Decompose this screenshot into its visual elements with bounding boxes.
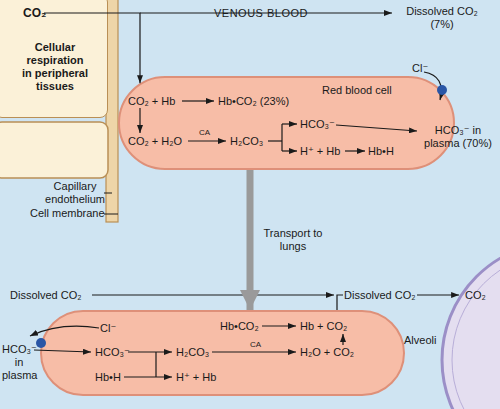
fraction-label: Dissolved CO₂ (7%) xyxy=(396,5,488,31)
reaction-term: Hb•H xyxy=(95,371,121,384)
structure-name: Alveoli xyxy=(404,334,436,347)
cell-membrane xyxy=(119,77,454,169)
reaction-arrow xyxy=(282,123,297,124)
reaction-arrow xyxy=(345,150,365,151)
reaction-arrow xyxy=(124,376,172,377)
ion-label: HCO₃⁻ in plasma xyxy=(2,343,36,382)
reaction-term: H₂CO₃ xyxy=(230,135,263,148)
tissue-cell xyxy=(0,122,108,178)
alveolus-lining xyxy=(452,252,500,409)
fraction-label: HCO₃⁻ in plasma (70%) xyxy=(420,124,496,150)
process-text: Cellular respiration in peripheral tissu… xyxy=(21,41,89,93)
reaction-arrow xyxy=(212,351,296,352)
reaction-term: Hb•CO₂ (23%) xyxy=(218,95,289,108)
edge-label: Transport to lungs xyxy=(262,227,324,253)
reaction-term: H⁺ + Hb xyxy=(176,371,216,384)
reaction-arrow xyxy=(188,140,226,141)
cell-name: Red blood cell xyxy=(322,84,392,97)
reaction-term: Hb + CO₂ xyxy=(300,320,347,333)
enzyme-label: CA xyxy=(250,340,261,349)
part-label: Cell membrane xyxy=(30,207,105,220)
alveolus-outline xyxy=(440,240,500,409)
leader-line xyxy=(104,214,118,215)
transporter-protein xyxy=(36,338,46,348)
reaction-term: CO₂ + H₂O xyxy=(128,135,182,148)
alveolus: Alveoli xyxy=(440,240,500,409)
reaction-arrow xyxy=(182,100,214,101)
reaction-term: HCO₃⁻ xyxy=(300,118,335,131)
reaction-term: HCO₃⁻ xyxy=(95,346,130,359)
molecule-label: CO₂ xyxy=(465,289,486,302)
co2-flow-arrow xyxy=(92,294,334,295)
cell-membrane xyxy=(41,311,404,395)
reaction-arrow xyxy=(128,351,172,352)
ion-label: Cl⁻ xyxy=(100,322,116,335)
co2-flow-line xyxy=(44,12,108,13)
reaction-arrow xyxy=(268,140,282,141)
enzyme-label: CA xyxy=(199,128,210,137)
reaction-term: Hb•H xyxy=(368,145,394,158)
reaction-term: Hb•CO₂ xyxy=(220,320,259,333)
reaction-term: H₂O + CO₂ xyxy=(300,346,354,359)
reaction-term: CO₂ + Hb xyxy=(128,95,175,108)
reaction-arrow xyxy=(281,124,282,151)
reaction-arrow xyxy=(155,352,156,377)
reaction-arrow xyxy=(342,334,343,345)
reaction-arrow xyxy=(282,150,297,151)
transport-arrow xyxy=(247,170,254,310)
leader-line xyxy=(104,193,112,194)
reaction-arrow xyxy=(262,325,296,326)
reaction-arrow xyxy=(139,108,140,133)
alveolus-wall xyxy=(442,242,500,409)
red-blood-cell-outline xyxy=(118,76,455,170)
molecule-label: Dissolved CO₂ xyxy=(343,289,417,302)
tissue-cell: CO₂ Cellular respiration in peripheral ti… xyxy=(0,0,108,118)
reaction-term: H₂CO₃ xyxy=(176,346,209,359)
red-blood-cell: Hb•CO₂ Hb + CO₂ HCO₃⁻ H₂CO₃ CA H₂O + CO₂ Hb•H H… xyxy=(40,310,405,396)
connector-arrow xyxy=(108,13,140,83)
molecule-label: Dissolved CO₂ xyxy=(10,289,82,302)
part-label: Capillary endothelium xyxy=(44,180,106,206)
region-title: VENOUS BLOOD xyxy=(214,7,308,20)
transporter-protein xyxy=(437,85,447,95)
red-blood-cell: Red blood cellCO₂ + Hb Hb•CO₂ (23%) CO₂ + … xyxy=(118,76,455,170)
ion-label: Cl⁻ xyxy=(412,62,428,75)
molecule-label: CO₂ xyxy=(23,7,46,20)
reaction-term: H⁺ + Hb xyxy=(300,145,340,158)
